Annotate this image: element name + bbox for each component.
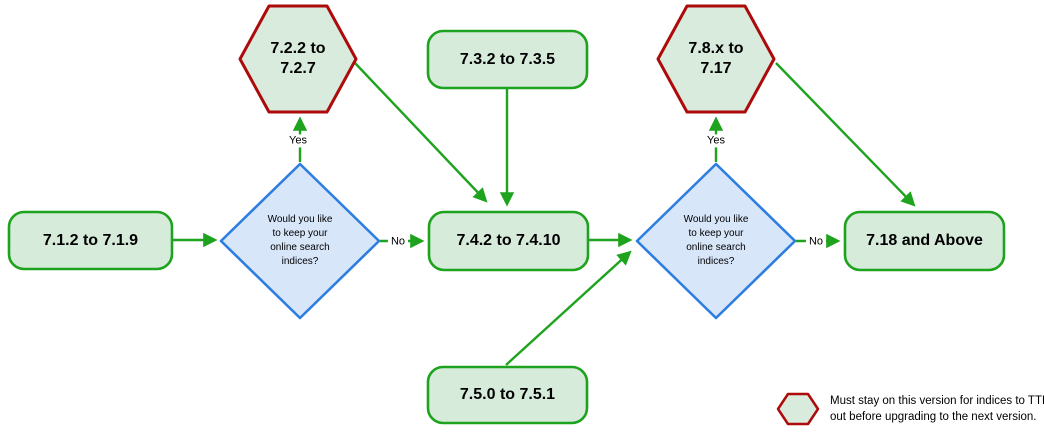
legend-hexagon-icon bbox=[776, 392, 820, 426]
edge-722-to-742 bbox=[354, 62, 488, 203]
node-box-732 bbox=[426, 29, 589, 90]
node-label-712: 7.1.2 to 7.1.9 bbox=[42, 231, 139, 249]
node-hex-722 bbox=[238, 4, 358, 114]
node-box-742 bbox=[427, 210, 590, 272]
legend-text: Must stay on this version for indices to… bbox=[830, 395, 1044, 423]
decision-2-question: Would you like to keep your online searc… bbox=[683, 214, 749, 267]
edge-label-yes-1: Yes bbox=[286, 134, 310, 148]
edge-label-no-1: No bbox=[387, 235, 409, 249]
node-label-78x: 7.8.x to 7.17 bbox=[688, 40, 744, 77]
node-box-718 bbox=[843, 210, 1006, 272]
edge-label-yes-2: Yes bbox=[704, 134, 728, 148]
node-label-750: 7.5.0 to 7.5.1 bbox=[459, 386, 556, 403]
node-hex-78x bbox=[656, 4, 776, 114]
node-label-732: 7.3.2 to 7.3.5 bbox=[459, 50, 556, 68]
decision-1-question: Would you like to keep your online searc… bbox=[267, 214, 333, 267]
node-decision-1 bbox=[219, 162, 381, 320]
node-box-712 bbox=[7, 210, 174, 271]
edge-label-no-2: No bbox=[805, 235, 827, 249]
edge-78x-to-718 bbox=[775, 62, 916, 207]
node-label-722: 7.2.2 to 7.2.7 bbox=[270, 40, 326, 77]
edge-750-to-decision2 bbox=[505, 250, 632, 366]
node-box-750 bbox=[426, 365, 589, 425]
node-label-742: 7.4.2 to 7.4.10 bbox=[456, 232, 561, 249]
node-label-718: 7.18 and Above bbox=[866, 232, 983, 249]
node-decision-2 bbox=[635, 162, 797, 320]
